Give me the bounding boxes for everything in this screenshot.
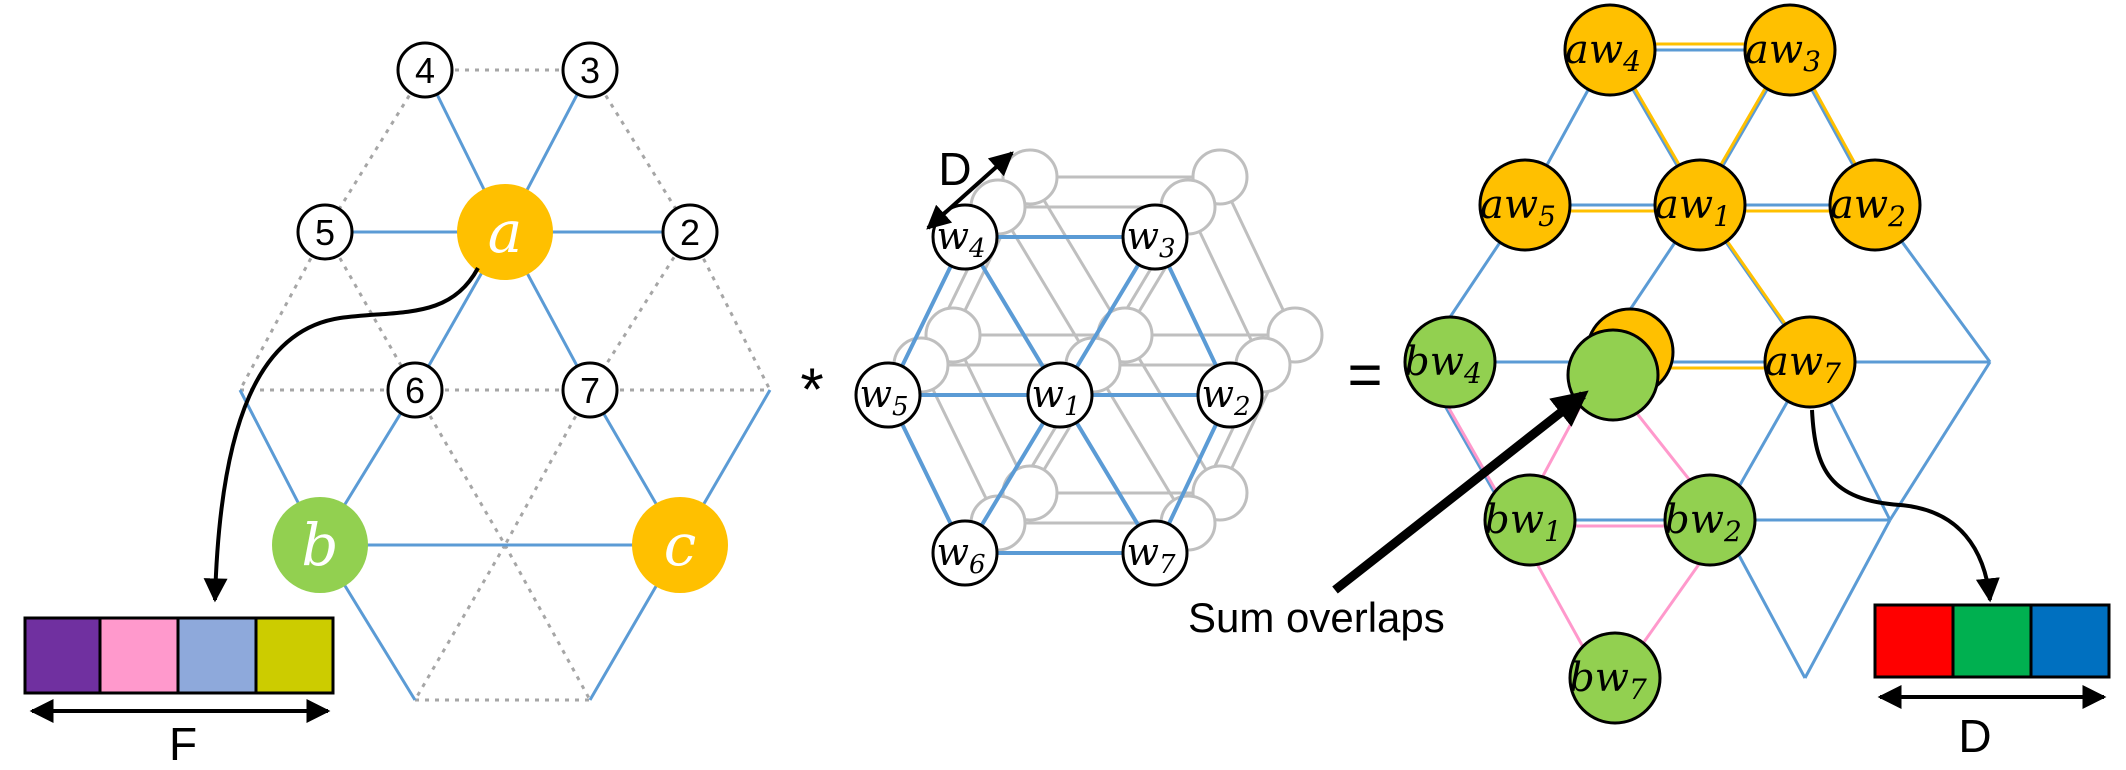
result-node-aw1: aw1 — [1653, 158, 1747, 252]
svg-text:aw4: aw4 — [1565, 27, 1641, 78]
svg-text:w6: w6 — [936, 530, 985, 580]
weight-node-w1: w1 — [1026, 361, 1094, 429]
node-a: a — [457, 184, 553, 280]
input-graph: 2 3 4 5 6 7 a b — [203, 41, 772, 702]
svg-text:aw1: aw1 — [1655, 182, 1731, 233]
node-label: 4 — [415, 50, 435, 91]
node-4: 4 — [396, 41, 454, 99]
depth-arrow — [926, 151, 1014, 230]
svg-text:w3: w3 — [1126, 214, 1175, 264]
output-cell — [1873, 603, 1955, 679]
output-arrow — [1810, 409, 2000, 603]
svg-text:aw5: aw5 — [1480, 182, 1556, 233]
node-label: 5 — [315, 212, 335, 253]
node-label: 6 — [405, 370, 425, 411]
svg-text:aw2: aw2 — [1830, 182, 1906, 233]
dotted-edges — [238, 68, 772, 702]
node-6: 6 — [386, 361, 444, 419]
feature-cell — [176, 616, 258, 695]
node-label: 7 — [580, 370, 600, 411]
feature-cell — [254, 616, 335, 695]
result-node-bw2: bw2 — [1663, 473, 1757, 567]
convolve-operator: * — [800, 356, 823, 423]
feature-bar-label: F — [169, 718, 197, 770]
sum-overlaps-label: Sum overlaps — [1188, 594, 1445, 641]
output-vector: D — [1873, 603, 2111, 762]
feature-vector: F — [23, 616, 335, 770]
result-node-aw3: aw3 — [1743, 3, 1837, 97]
result-node-bw7: bw7 — [1568, 631, 1662, 725]
node-5: 5 — [296, 203, 354, 261]
node-c-label: c — [664, 511, 696, 579]
svg-text:bw2: bw2 — [1664, 497, 1742, 548]
blue-edges — [238, 69, 772, 701]
svg-text:bw4: bw4 — [1404, 339, 1482, 390]
svg-text:aw7: aw7 — [1765, 339, 1841, 390]
node-label: 3 — [580, 50, 600, 91]
svg-text:w7: w7 — [1126, 530, 1176, 580]
node-3: 3 — [561, 41, 619, 99]
output-bar-label: D — [1958, 710, 1991, 762]
node-a-label: a — [488, 198, 523, 266]
result-node-aw4: aw4 — [1563, 3, 1657, 97]
svg-text:bw1: bw1 — [1484, 497, 1562, 548]
overlap-node — [1566, 307, 1675, 422]
feature-cell — [98, 616, 180, 695]
node-c: c — [632, 497, 728, 593]
node-2: 2 — [661, 203, 719, 261]
depth-label: D — [938, 143, 971, 195]
output-cell — [1951, 603, 2033, 679]
weight-node-w7: w7 — [1121, 519, 1189, 587]
kernel: w1 w2 w3 w4 w5 w6 w7 D — [854, 143, 1324, 587]
svg-text:w2: w2 — [1201, 372, 1250, 422]
feature-cell — [23, 616, 102, 695]
weight-node-w6: w6 — [931, 519, 999, 587]
output-cell — [2029, 603, 2111, 679]
result-node-aw5: aw5 — [1478, 158, 1572, 252]
result-graph: aw1 aw2 aw3 aw4 aw5 aw7 bw — [1188, 3, 2000, 725]
svg-text:w1: w1 — [1031, 372, 1080, 422]
result-blue-edges — [1418, 48, 1992, 679]
node-7: 7 — [561, 361, 619, 419]
weight-node-w2: w2 — [1196, 361, 1264, 429]
result-node-aw7: aw7 — [1763, 315, 1857, 409]
result-node-bw4: bw4 — [1403, 315, 1497, 409]
weight-node-w3: w3 — [1121, 203, 1189, 271]
result-node-bw1: bw1 — [1483, 473, 1577, 567]
result-node-aw2: aw2 — [1828, 158, 1922, 252]
node-b: b — [272, 497, 368, 593]
equals-operator: = — [1347, 341, 1382, 408]
feature-arrow — [203, 267, 480, 603]
node-b-label: b — [301, 511, 338, 579]
svg-text:aw3: aw3 — [1745, 27, 1821, 78]
weight-node-w5: w5 — [854, 361, 922, 429]
svg-text:w5: w5 — [859, 372, 908, 422]
sum-overlaps-arrow — [1332, 390, 1589, 594]
svg-text:bw7: bw7 — [1569, 655, 1647, 706]
node-label: 2 — [680, 212, 700, 253]
